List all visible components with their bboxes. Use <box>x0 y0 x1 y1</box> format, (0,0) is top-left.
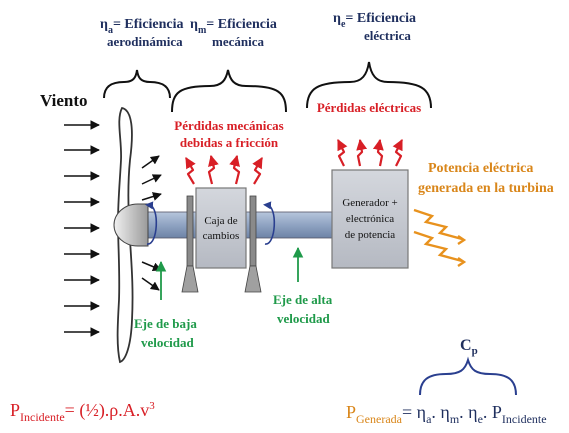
svg-text:ηe= Eficiencia: ηe= Eficiencia <box>333 11 416 30</box>
wind-arrows <box>64 120 100 337</box>
svg-text:eléctrica: eléctrica <box>364 28 411 43</box>
generator-box <box>331 169 409 269</box>
formula-incident: PIncidente= (½).ρ.A.v3 <box>10 400 155 424</box>
svg-text:ηm= Eficiencia: ηm= Eficiencia <box>190 17 277 36</box>
efficiency-aero-label: ηa= Eficiencia aerodinámica <box>100 17 184 49</box>
efficiency-mech-label: ηm= Eficiencia mecánica <box>190 17 277 49</box>
cp-label: Cp <box>460 337 478 357</box>
formula-generated: PGenerada= ηa. ηm. ηe. PIncidente <box>346 402 547 426</box>
svg-text:mecánica: mecánica <box>212 34 264 49</box>
brace-aero <box>103 69 171 99</box>
low-shaft-label-1: Eje de baja <box>134 316 197 331</box>
bearing-right <box>244 195 262 293</box>
brace-elec <box>306 61 432 109</box>
turbine-hub <box>113 203 149 247</box>
low-shaft-label-2: velocidad <box>141 335 194 350</box>
brace-mech <box>171 69 287 113</box>
mech-losses-label-1: Pérdidas mecánicas <box>174 118 283 133</box>
gearbox-box <box>195 187 247 269</box>
rotation-arrows <box>145 201 276 245</box>
elec-losses-label: Pérdidas eléctricas <box>317 100 421 115</box>
bearing-left <box>181 195 199 293</box>
efficiency-elec-label: ηe= Eficiencia eléctrica <box>333 11 416 43</box>
gearbox-label-1: Caja de <box>204 215 237 227</box>
mech-losses-label-2: debidas a fricción <box>180 135 279 150</box>
power-output-label-2: generada en la turbina <box>418 181 554 196</box>
loss-arrows <box>185 138 403 185</box>
svg-text:ηa= Eficiencia: ηa= Eficiencia <box>100 17 184 36</box>
generator-label-1: Generador + <box>342 197 397 209</box>
deflected-wind-arrows <box>141 155 162 291</box>
generator-label-2: electrónica <box>346 213 394 225</box>
cp-brace <box>419 356 517 396</box>
high-shaft-label-1: Eje de alta <box>273 292 333 307</box>
high-shaft-label-2: velocidad <box>277 311 330 326</box>
wind-label: Viento <box>40 91 88 110</box>
generator-label-3: de potencia <box>345 229 396 241</box>
gearbox-label-2: cambios <box>203 230 240 242</box>
svg-text:aerodinámica: aerodinámica <box>107 34 183 49</box>
power-output-label-1: Potencia eléctrica <box>428 161 533 176</box>
lightning-bolts <box>413 208 467 267</box>
